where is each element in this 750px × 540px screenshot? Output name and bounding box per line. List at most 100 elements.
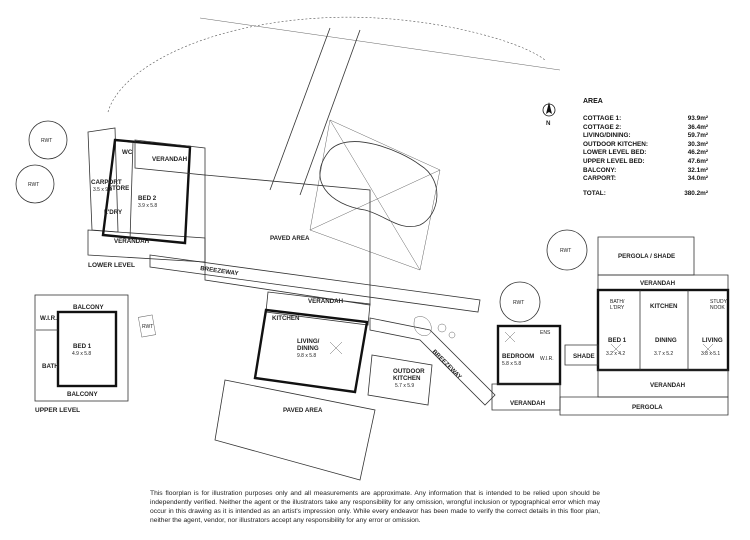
outdoor-kitchen-walls [367,354,433,406]
upper-rwt-small-label: RWT [142,324,153,330]
pergola-outline [559,396,729,416]
lower-cottage-walls [101,138,192,245]
disclaimer-text: This floorplan is for illustration purpo… [150,490,600,524]
rwt-tank-1 [28,120,68,160]
area-row: LIVING/DINING: 59.7m² [583,132,708,141]
area-row-name: COTTAGE 1: [583,115,622,122]
area-total-row: TOTAL: 380.2m² [583,190,708,199]
cottage1-verandah-top-label: VERANDAH [640,280,676,287]
laundry-label: L'DRY [104,209,123,216]
upper-level-outline [34,294,129,402]
rwt-tank-4 [499,281,541,323]
shade-label: SHADE [573,353,595,360]
area-row: UPPER LEVEL BED: 47.6m² [583,158,708,167]
area-heading: AREA [583,98,603,105]
bed2-dimensions: 3.9 x 5.8 [138,203,157,209]
rwt-label-1: RWT [41,138,52,144]
carport-dimensions: 3.5 x 9.5 [93,187,112,193]
carport-label: CARPORT [91,179,122,186]
verandah-top-label: VERANDAH [152,156,188,163]
area-row: OUTDOOR KITCHEN: 30.3m² [583,141,708,150]
swimming-pool-outline [319,141,438,227]
area-row-value: 32.1m² [687,166,708,174]
area-row-name: CARPORT: [583,175,617,183]
cottage2-verandah-label: VERANDAH [510,400,546,407]
rwt-tank-3 [546,229,588,271]
pool-equipment-1 [437,323,447,333]
area-row: LOWER LEVEL BED: 46.2m² [583,149,708,158]
compass-label: N [546,120,551,127]
upper-bed1-label: BED 1 [73,343,92,350]
pool-diagonal-2 [309,169,441,231]
wc-label: WC [122,149,133,156]
rwt-tank-2 [15,164,55,204]
area-row-value: 36.4m² [687,123,708,131]
upper-level-walls [56,310,118,388]
area-row-name: COTTAGE 2: [583,123,622,131]
lower-cottage-divider [129,141,134,241]
rwt-label-2: RWT [28,182,39,188]
cottage2-bedroom-label: BEDROOM [502,353,534,360]
pergola-shade-label: PERGOLA / SHADE [618,253,675,260]
store-label: STORE [108,185,129,192]
area-row-name: LIVING/DINING: [583,132,631,140]
balcony-bottom-label: BALCONY [67,391,98,398]
pool-equipment-2 [448,331,456,339]
area-row-value: 59.7m² [687,132,708,140]
cottage2-wir-label: W.I.R. [540,356,554,362]
outdoor-kitchen-label-1: OUTDOOR [393,368,425,375]
paved-area-upper-label: PAVED AREA [270,235,310,242]
living-dining-label-2: DINING [297,345,319,352]
living-dining-ceiling-fan-icon [329,341,343,355]
verandah-bottom-label: VERANDAH [114,238,150,245]
upper-bed1-dimensions: 4.9 x 5.8 [72,351,91,357]
pool-filter-shape [413,316,432,336]
cottage1-study-label-1: STUDY [710,299,728,305]
area-row-name: UPPER LEVEL BED: [583,157,645,165]
living-dining-dimensions: 9.8 x 5.8 [297,353,316,359]
area-row-value: 34.0m² [687,175,708,183]
area-row-value: 46.2m² [687,149,708,157]
cottage1-dining-dimensions: 3.7 x 5.2 [654,351,673,357]
upper-bath-label: BATH [42,363,59,370]
area-row-name: OUTDOOR KITCHEN: [583,140,648,148]
kitchen-label: KITCHEN [272,315,300,322]
breezeway-2-band [369,317,496,406]
pergola-label: PERGOLA [632,404,663,411]
living-verandah-label: VERANDAH [308,298,344,305]
area-total-name: TOTAL: [583,189,606,197]
balcony-top-label: BALCONY [73,304,104,311]
cottage2-bedroom-dimensions: 5.8 x 5.8 [502,361,521,367]
area-row: BALCONY: 32.1m² [583,167,708,176]
area-row-value: 30.3m² [687,140,708,148]
area-total-value: 380.2m² [684,189,708,197]
area-row-value: 47.6m² [687,157,708,165]
living-dining-label-1: LIVING/ [297,338,320,345]
driveway-edge-left [269,27,331,191]
area-row-name: BALCONY: [583,166,617,174]
pool-diagonal-1 [329,119,421,271]
upper-rwt-small [138,314,156,338]
cottage1-study-label-2: NOOK [710,305,725,311]
paved-area-lower [214,379,376,481]
driveway-edge-right [299,29,361,196]
shade-outline [564,344,599,366]
cottage1-living-dimensions: 3.8 x 5.1 [701,351,720,357]
living-dining-verandah [265,291,371,326]
living-dining-walls [253,308,369,394]
area-row-value: 93.9m² [687,115,708,122]
site-boundary-line [199,17,561,71]
breezeway-2-label: BREEZEWAY [431,348,464,381]
north-arrow-icon [542,102,556,117]
cottage2-ceiling-fan-icon [504,331,516,343]
paved-area-lower-label: PAVED AREA [283,407,323,414]
cottage1-bath-ldry-label-2: L'DRY [610,305,625,311]
area-row-name: LOWER LEVEL BED: [583,149,647,157]
area-row: COTTAGE 2: 36.4m² [583,124,708,133]
cottage1-bed-fan-icon [610,343,622,355]
area-row: COTTAGE 1: 93.9m² [583,115,708,124]
cottage1-living-fan-icon [702,343,714,355]
